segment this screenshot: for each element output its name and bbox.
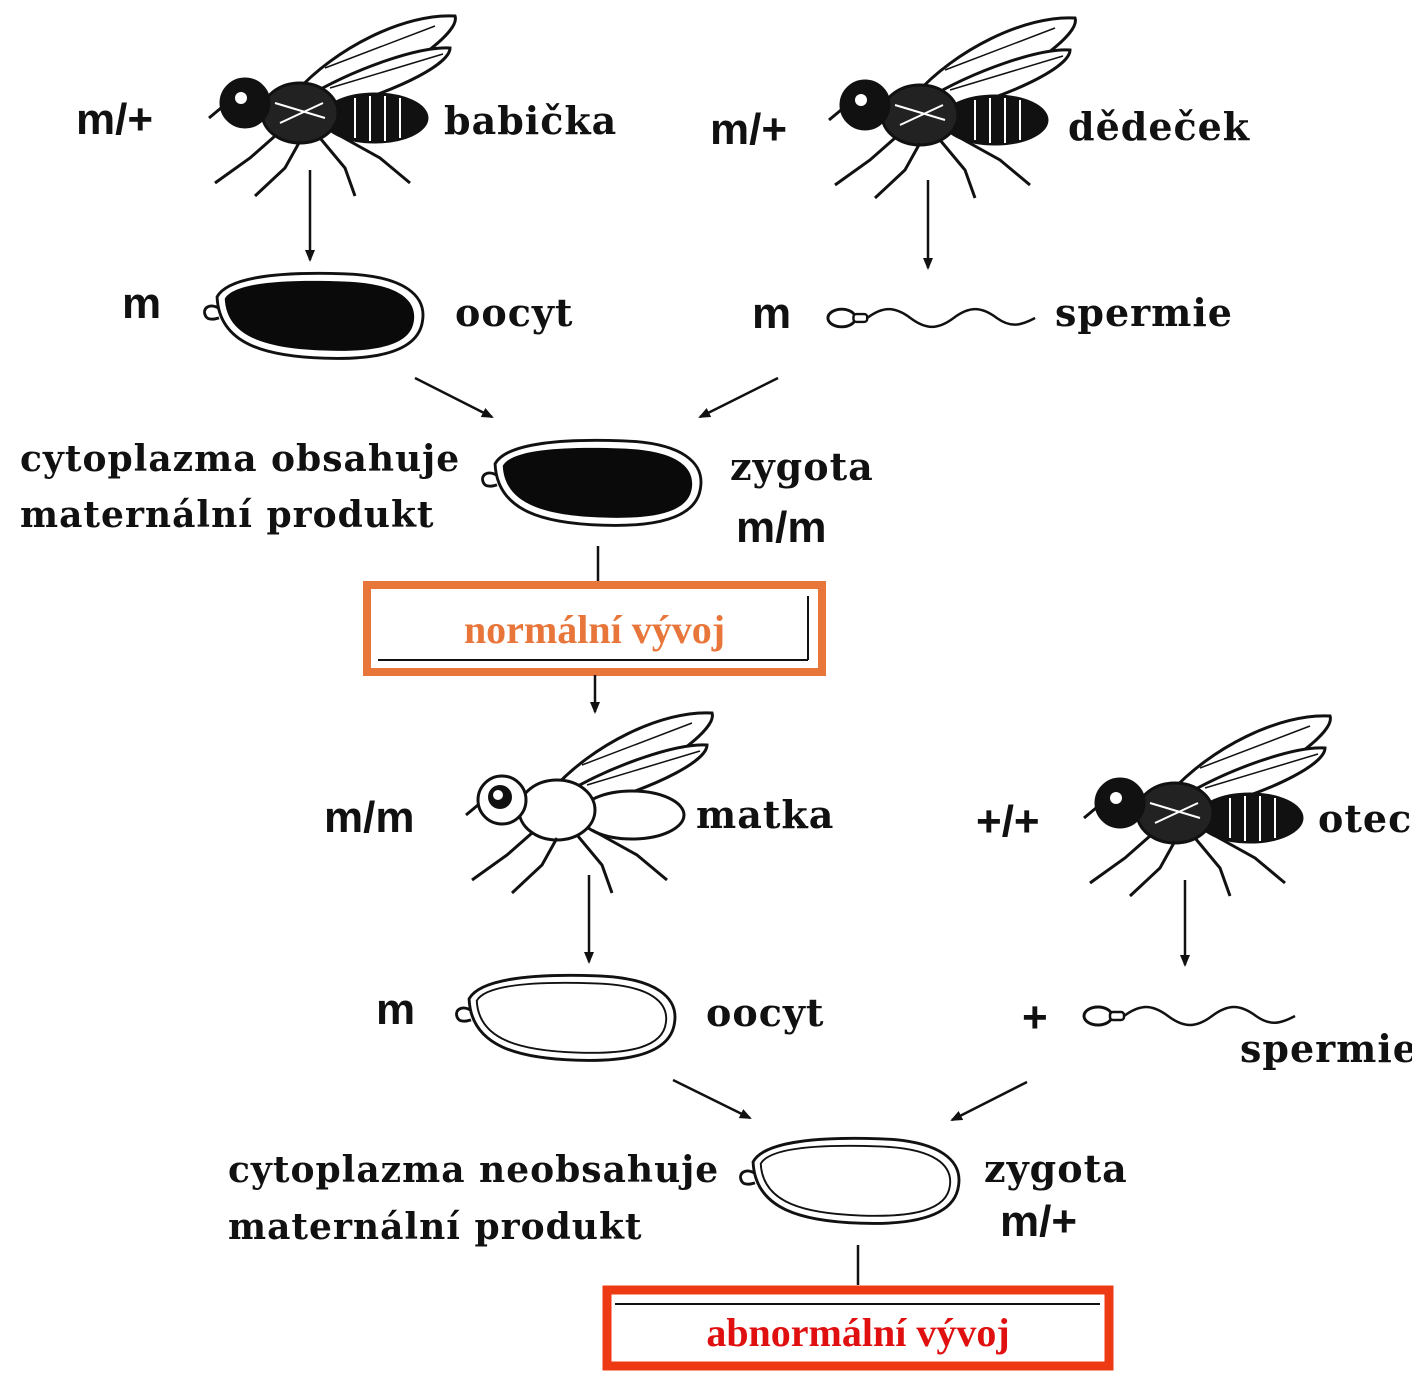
father-genotype: +/+ xyxy=(976,800,1040,844)
zygote-genotype: m/+ xyxy=(1000,1200,1077,1244)
sperm-icon xyxy=(1084,1007,1295,1025)
oocyte-icon xyxy=(205,273,423,358)
cytoplasm-note-line2: maternální produkt xyxy=(20,488,435,542)
arrow-icon xyxy=(415,378,492,417)
grandfather-label: dědeček xyxy=(1068,108,1250,146)
arrow-icon xyxy=(952,1082,1027,1120)
fly-icon xyxy=(829,18,1075,198)
cytoplasm-note-line2: maternální produkt xyxy=(228,1200,643,1254)
zygote-label: zygota xyxy=(984,1150,1128,1188)
oocyte-allele: m xyxy=(122,282,161,326)
fly-icon xyxy=(466,713,712,893)
oocyte-label: oocyt xyxy=(455,294,573,332)
father-label: otec xyxy=(1318,800,1412,838)
fly-icon xyxy=(209,16,455,196)
sperm-allele: m xyxy=(752,292,791,336)
abnormal-development-label: abnormální vývoj xyxy=(607,1313,1109,1353)
sperm-icon xyxy=(828,309,1035,327)
grandmother-genotype: m/+ xyxy=(76,98,153,142)
mother-genotype: m/m xyxy=(324,796,414,840)
zygote-label: zygota xyxy=(730,448,874,486)
sperm-label: spermie xyxy=(1240,1030,1412,1068)
cytoplasm-note-line1: cytoplazma obsahuje xyxy=(20,432,460,486)
oocyte-allele: m xyxy=(376,988,415,1032)
oocyte-label: oocyt xyxy=(706,994,824,1032)
sperm-allele: + xyxy=(1022,996,1048,1040)
arrow-icon xyxy=(700,378,778,417)
zygote-icon xyxy=(483,440,701,525)
fly-icon xyxy=(1084,716,1330,896)
oocyte-icon xyxy=(457,975,675,1060)
zygote-icon xyxy=(741,1138,959,1223)
grandmother-label: babička xyxy=(444,102,617,140)
normal-development-label: normální vývoj xyxy=(367,610,822,650)
sperm-label: spermie xyxy=(1055,294,1233,332)
mother-label: matka xyxy=(696,796,834,834)
cytoplasm-note-line1: cytoplazma neobsahuje xyxy=(228,1143,719,1197)
arrow-icon xyxy=(673,1080,750,1118)
grandfather-genotype: m/+ xyxy=(710,108,787,152)
zygote-genotype: m/m xyxy=(736,506,826,550)
